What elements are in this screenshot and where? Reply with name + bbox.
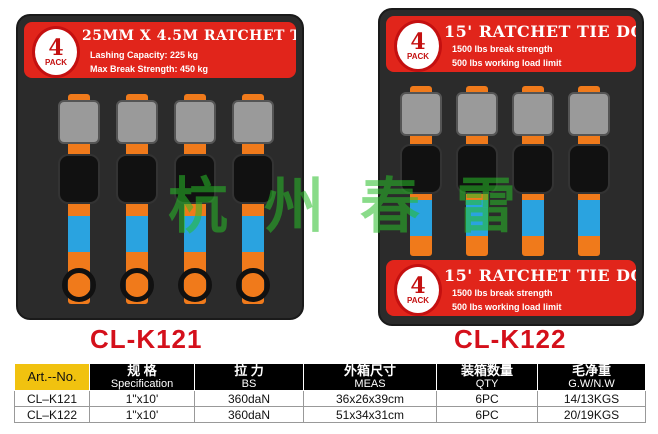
ratchet-handle	[400, 144, 442, 194]
s-hook	[120, 268, 154, 302]
ratchet-buckle	[174, 100, 216, 144]
ratchet-handle	[568, 144, 610, 194]
ratchet-handle	[174, 154, 216, 204]
cell-weight: 20/19KGS	[537, 406, 646, 423]
ratchet-handle	[116, 154, 158, 204]
strap-label	[466, 200, 488, 236]
pack-label: PACK	[406, 52, 430, 61]
strap-label	[126, 216, 148, 252]
cell-qty: 6PC	[436, 390, 538, 407]
ratchet-handle	[512, 144, 554, 194]
ratchet-buckle	[568, 92, 610, 136]
ratchet-handle	[58, 154, 100, 204]
pack-label: PACK	[44, 58, 68, 67]
s-hook	[178, 268, 212, 302]
table-row: CL–K121 1"x10' 360daN 36x26x39cm 6PC 14/…	[14, 390, 646, 407]
ratchet-buckle	[232, 100, 274, 144]
package-bullet: Lashing Capacity: 225 kg	[90, 50, 199, 60]
s-hook	[62, 268, 96, 302]
watermark-text: 杭州春雷	[168, 172, 552, 242]
table-row: CL–K122 1"x10' 360daN 51x34x31cm 6PC 20/…	[14, 406, 646, 423]
pack-badge: 4 PACK	[394, 264, 442, 316]
product-image-k122: 4 PACK 15' RATCHET TIE DOWNS 1500 lbs br…	[378, 8, 644, 326]
ratchet-buckle	[456, 92, 498, 136]
strap-label	[242, 216, 264, 252]
cell-art-no: CL–K121	[14, 390, 90, 407]
pack-badge: 4 PACK	[32, 26, 80, 78]
ratchet-buckle	[116, 100, 158, 144]
col-header-art-no: Art.--No.	[14, 363, 90, 391]
package-title: 15' RATCHET TIE DOWNS	[444, 22, 636, 41]
strap-label	[522, 200, 544, 236]
package-bullet: 1500 lbs break strength	[452, 44, 553, 54]
cell-art-no: CL–K122	[14, 406, 90, 423]
s-hook	[236, 268, 270, 302]
package-header: 4 PACK 15' RATCHET TIE DOWNS 1500 lbs br…	[386, 16, 636, 72]
ratchet-handle	[456, 144, 498, 194]
package-bullet: 1500 lbs break strength	[452, 288, 553, 298]
cell-meas: 51x34x31cm	[303, 406, 437, 423]
package-title: 25MM X 4.5M RATCHET TIE DOWNS	[82, 28, 296, 44]
strap-label	[68, 216, 90, 252]
pack-label: PACK	[406, 296, 430, 305]
package-bullet: 500 lbs working load limit	[452, 302, 562, 312]
ratchet-buckle	[512, 92, 554, 136]
model-label-k121: CL-K121	[90, 324, 203, 354]
pack-count: 4	[410, 273, 426, 299]
package-bullet: Max Break Strength: 450 kg	[90, 64, 209, 74]
package-header-lower: 4 PACK 15' RATCHET TIE DOWNS 1500 lbs br…	[386, 260, 636, 316]
package-title: 15' RATCHET TIE DOWNS	[444, 266, 636, 285]
pack-count: 4	[48, 35, 64, 61]
cell-bs: 360daN	[194, 406, 304, 423]
package-bullet: 500 lbs working load limit	[452, 58, 562, 68]
package-header: 4 PACK 25MM X 4.5M RATCHET TIE DOWNS Las…	[24, 22, 296, 78]
strap-label	[410, 200, 432, 236]
pack-count: 4	[410, 29, 426, 55]
cell-weight: 14/13KGS	[537, 390, 646, 407]
cell-bs: 360daN	[194, 390, 304, 407]
strap-label	[184, 216, 206, 252]
cell-qty: 6PC	[436, 406, 538, 423]
ratchet-handle	[232, 154, 274, 204]
strap-label	[578, 200, 600, 236]
ratchet-buckle	[400, 92, 442, 136]
model-label-k122: CL-K122	[454, 324, 567, 354]
pack-badge: 4 PACK	[394, 20, 442, 72]
cell-spec: 1"x10'	[89, 406, 195, 423]
ratchet-buckle	[58, 100, 100, 144]
cell-spec: 1"x10'	[89, 390, 195, 407]
cell-meas: 36x26x39cm	[303, 390, 437, 407]
product-image-k121: 4 PACK 25MM X 4.5M RATCHET TIE DOWNS Las…	[16, 14, 304, 320]
